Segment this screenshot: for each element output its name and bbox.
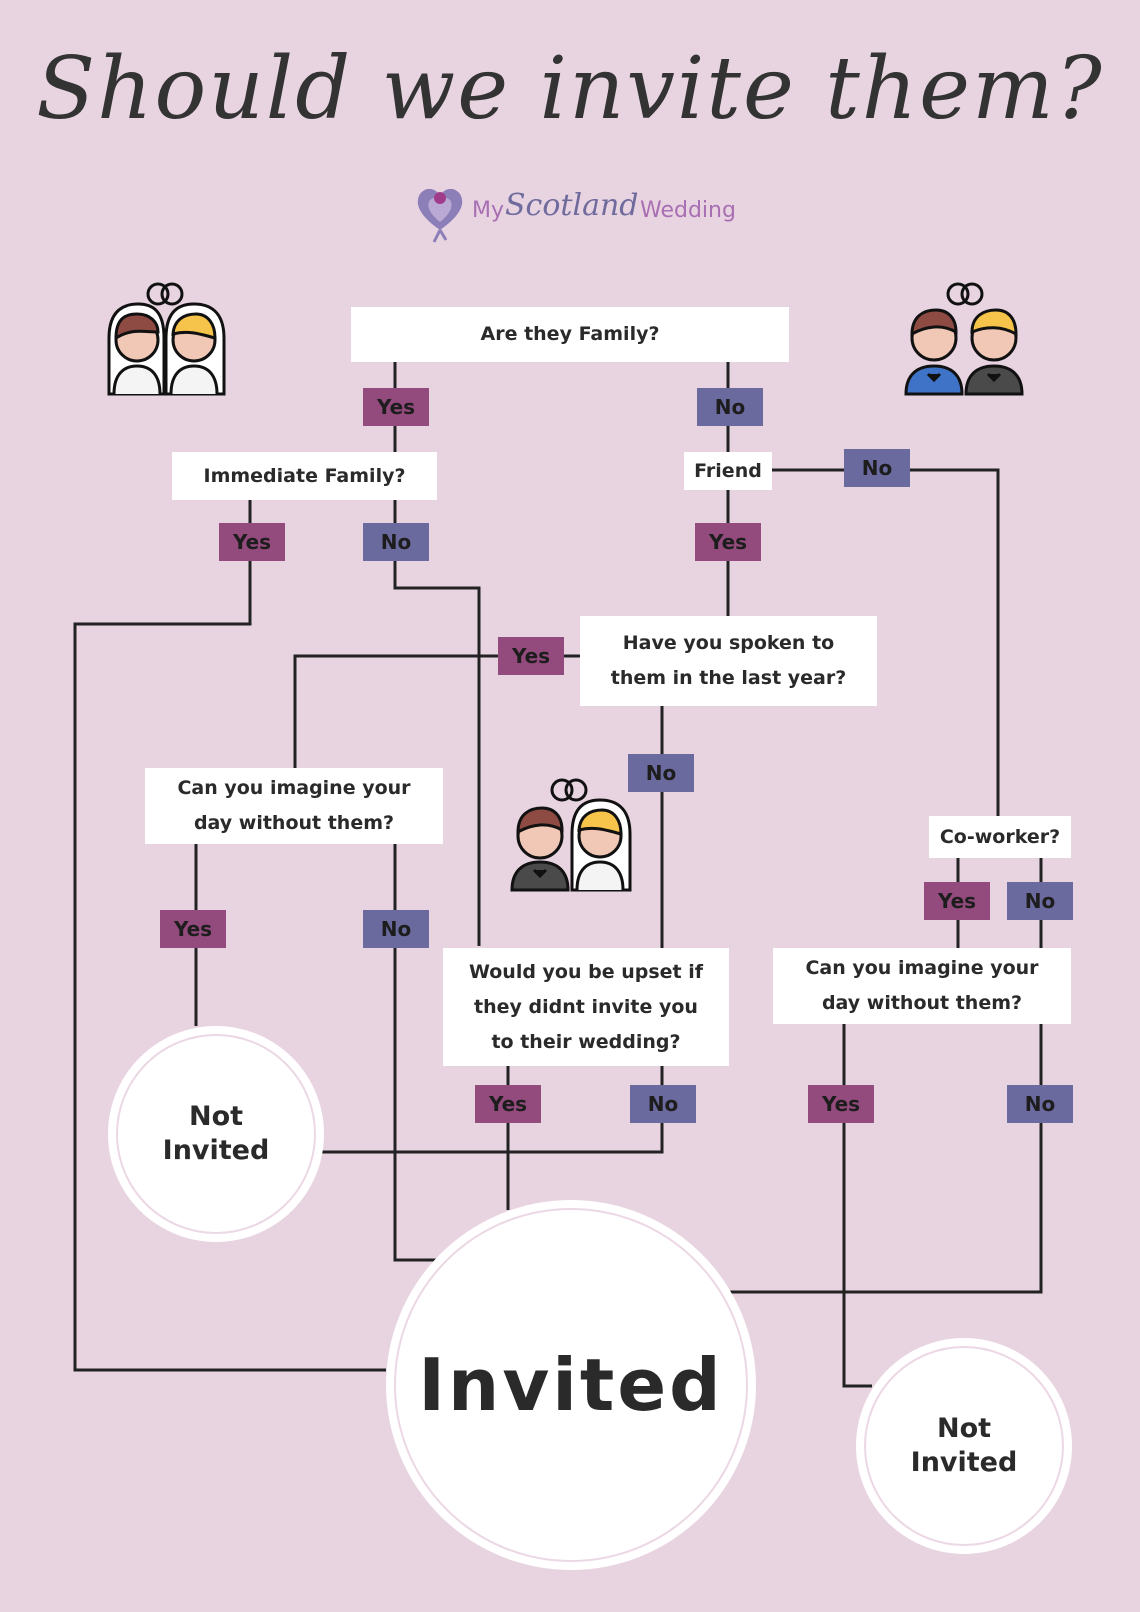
- answer-label: No: [1024, 1092, 1056, 1116]
- answer-yes-tag: Yes: [498, 637, 564, 675]
- connector: [393, 500, 481, 946]
- connector: [842, 1024, 872, 1388]
- answer-label: No: [714, 395, 746, 419]
- answer-yes-tag: Yes: [924, 882, 990, 920]
- answer-label: Yes: [511, 644, 551, 668]
- answer-no-tag: No: [630, 1085, 696, 1123]
- answer-label: Yes: [173, 917, 213, 941]
- answer-label: Yes: [937, 889, 977, 913]
- logo-wedding: Wedding: [640, 198, 736, 223]
- page-title: Should we invite them?: [36, 39, 1104, 139]
- answer-yes-tag: Yes: [160, 910, 226, 948]
- answer-label: No: [380, 530, 412, 554]
- outcome-not-invited-right: Not Invited: [856, 1338, 1072, 1554]
- answer-no-tag: No: [844, 449, 910, 487]
- answer-yes-tag: Yes: [219, 523, 285, 561]
- answer-label: Yes: [708, 530, 748, 554]
- logo: My Scotland Wedding: [412, 180, 742, 244]
- two-brides-icon: [107, 282, 226, 396]
- answer-no-tag: No: [363, 910, 429, 948]
- question-imagine-right: Can you imagine your day without them?: [773, 948, 1071, 1024]
- answer-yes-tag: Yes: [475, 1085, 541, 1123]
- answer-yes-tag: Yes: [363, 388, 429, 426]
- answer-label: Yes: [488, 1092, 528, 1116]
- answer-label: Yes: [376, 395, 416, 419]
- question-immediate-family: Immediate Family?: [172, 452, 437, 500]
- answer-label: No: [861, 456, 893, 480]
- logo-scotland: Scotland: [505, 188, 639, 223]
- answer-label: No: [647, 1092, 679, 1116]
- outcome-invited: Invited: [386, 1200, 756, 1570]
- connector: [730, 1024, 1043, 1294]
- two-grooms-icon: [904, 282, 1024, 396]
- answer-label: No: [380, 917, 412, 941]
- answer-yes-tag: Yes: [695, 523, 761, 561]
- answer-no-tag: No: [1007, 1085, 1073, 1123]
- outcome-not-invited-left: Not Invited: [108, 1026, 324, 1242]
- answer-no-tag: No: [697, 388, 763, 426]
- thistle-heart-icon: [417, 188, 463, 243]
- answer-label: No: [1024, 889, 1056, 913]
- question-friend: Friend: [684, 452, 772, 490]
- connector: [393, 844, 440, 1262]
- outcome-label: Not Invited: [162, 1101, 270, 1166]
- logo-my: My: [472, 198, 505, 223]
- question-family: Are they Family?: [351, 307, 789, 362]
- outcome-label: Not Invited: [910, 1413, 1018, 1478]
- answer-no-tag: No: [363, 523, 429, 561]
- bride-groom-icon: [510, 778, 632, 892]
- question-imagine-left: Can you imagine your day without them?: [145, 768, 443, 844]
- question-upset: Would you be upset if they didnt invite …: [443, 948, 729, 1066]
- answer-no-tag: No: [628, 754, 694, 792]
- answer-label: Yes: [232, 530, 272, 554]
- answer-yes-tag: Yes: [808, 1085, 874, 1123]
- question-spoken: Have you spoken to them in the last year…: [580, 616, 877, 706]
- answer-label: Yes: [821, 1092, 861, 1116]
- answer-no-tag: No: [1007, 882, 1073, 920]
- answer-label: No: [645, 761, 677, 785]
- question-coworker: Co-worker?: [929, 816, 1071, 858]
- connector: [293, 654, 580, 768]
- connector: [73, 500, 386, 1372]
- outcome-label: Invited: [418, 1343, 724, 1427]
